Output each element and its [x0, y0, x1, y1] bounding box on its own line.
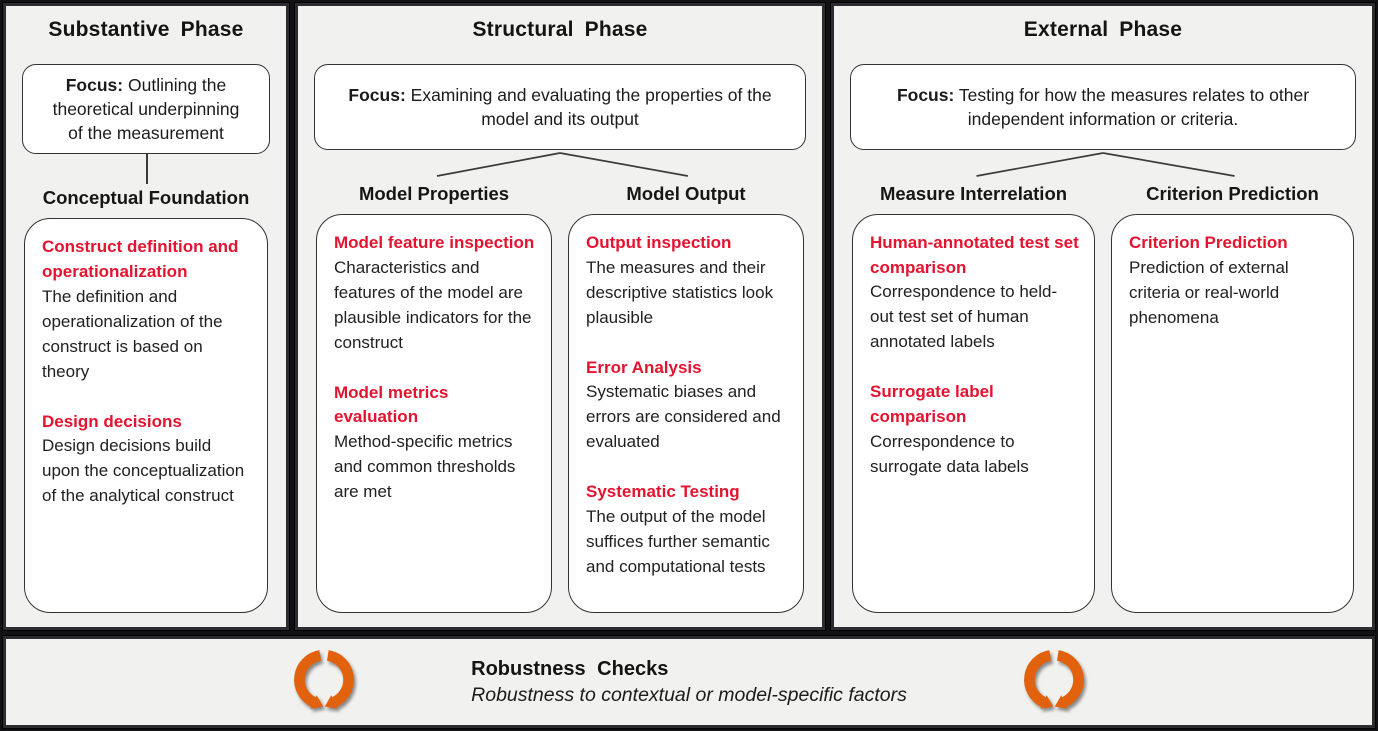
criteria-item: Human-annotated test set comparison Corr…: [870, 231, 1079, 355]
criteria-item: Criterion Prediction Prediction of exter…: [1129, 231, 1338, 331]
criteria-heading: Output inspection: [586, 233, 732, 252]
criteria-heading: Construct definition and operationalizat…: [42, 237, 239, 282]
cycle-arrows-icon: [1024, 650, 1084, 709]
criteria-body: The definition and operationalization of…: [42, 286, 223, 381]
panel-title: Substantive Phase: [48, 18, 244, 41]
focus-text: Examining and evaluating the properties …: [410, 84, 772, 129]
criteria-item: Surrogate label comparison Correspondenc…: [870, 380, 1079, 479]
criteria-body: Characteristics and features of the mode…: [334, 257, 532, 352]
columns: Measure Interrelation Human-annotated te…: [850, 180, 1356, 613]
cycle-arrows-icon: [294, 650, 354, 709]
phase-panels-row: Substantive Phase Focus: Outlining the t…: [3, 3, 1375, 630]
criteria-heading: Model metrics evaluation: [334, 382, 449, 427]
panel-structural-phase: Structural Phase Focus: Examining and ev…: [295, 3, 825, 630]
criteria-body: Correspondence to surrogate data labels: [870, 431, 1029, 476]
column-model-properties: Model Properties Model feature inspectio…: [316, 180, 552, 613]
criteria-heading: Human-annotated test set comparison: [870, 233, 1079, 277]
column-label: Criterion Prediction: [1146, 183, 1319, 204]
criteria-body: Prediction of external criteria or real-…: [1129, 257, 1289, 327]
criteria-card: Human-annotated test set comparison Corr…: [852, 214, 1095, 613]
column-label: Model Output: [626, 183, 746, 204]
criteria-item: Error Analysis Systematic biases and err…: [586, 356, 788, 456]
focus-label: Focus:: [65, 75, 124, 95]
column-model-output: Model Output Output inspection The measu…: [568, 180, 804, 613]
connector-line: [22, 154, 270, 185]
column-label: Conceptual Foundation: [42, 187, 250, 209]
criteria-card: Criterion Prediction Prediction of exter…: [1111, 214, 1354, 613]
focus-box: Focus: Testing for how the measures rela…: [850, 64, 1356, 150]
column-criterion-prediction: Criterion Prediction Criterion Predictio…: [1111, 180, 1354, 613]
column-conceptual-foundation: Conceptual Foundation Construct definiti…: [24, 184, 268, 613]
criteria-item: Output inspection The measures and their…: [586, 231, 788, 331]
criteria-body: Method-specific metrics and common thres…: [334, 431, 516, 501]
robustness-title: Robustness Checks: [471, 657, 669, 680]
criteria-heading: Criterion Prediction: [1129, 233, 1288, 252]
criteria-card: Construct definition and operationalizat…: [24, 218, 268, 613]
criteria-heading: Surrogate label comparison: [870, 382, 994, 426]
robustness-subtitle: Robustness to contextual or model-specif…: [471, 683, 907, 706]
focus-box: Focus: Outlining the theoretical underpi…: [22, 64, 270, 155]
connector-split: [850, 150, 1356, 180]
panel-title: Structural Phase: [472, 18, 648, 41]
focus-label: Focus:: [896, 84, 955, 105]
robustness-text: Robustness Checks Robustness to contextu…: [471, 658, 907, 707]
focus-box: Focus: Examining and evaluating the prop…: [314, 64, 806, 150]
criteria-heading: Design decisions: [42, 411, 182, 431]
criteria-body: Correspondence to held-out test set of h…: [870, 282, 1058, 352]
focus-text: Outlining the theoretical underpinning o…: [52, 75, 240, 144]
criteria-heading: Model feature inspection: [334, 233, 535, 252]
criteria-item: Construct definition and operationalizat…: [42, 235, 252, 384]
panel-external-phase: External Phase Focus: Testing for how th…: [831, 3, 1375, 630]
criteria-heading: Error Analysis: [586, 357, 702, 377]
robustness-bar: Robustness Checks Robustness to contextu…: [3, 636, 1375, 728]
criteria-card: Model feature inspection Characteristics…: [316, 214, 552, 613]
criteria-item: Model feature inspection Characteristics…: [334, 231, 536, 356]
column-label: Model Properties: [358, 183, 510, 204]
criteria-card: Output inspection The measures and their…: [568, 214, 804, 613]
focus-text: Testing for how the measures relates to …: [958, 84, 1310, 129]
column-label: Measure Interrelation: [879, 183, 1068, 204]
criteria-item: Systematic Testing The output of the mod…: [586, 480, 788, 580]
focus-label: Focus:: [348, 84, 406, 105]
column-measure-interrelation: Measure Interrelation Human-annotated te…: [852, 180, 1095, 613]
criteria-body: Systematic biases and errors are conside…: [586, 382, 781, 452]
criteria-item: Model metrics evaluation Method-specific…: [334, 381, 536, 505]
columns: Conceptual Foundation Construct definiti…: [22, 184, 270, 613]
criteria-heading: Systematic Testing: [586, 482, 740, 502]
panel-substantive-phase: Substantive Phase Focus: Outlining the t…: [3, 3, 289, 630]
columns: Model Properties Model feature inspectio…: [314, 180, 806, 613]
connector-split: [314, 150, 806, 180]
criteria-body: The output of the model suffices further…: [586, 506, 770, 576]
criteria-item: Design decisions Design decisions build …: [42, 410, 252, 510]
panel-title: External Phase: [1023, 18, 1183, 41]
criteria-body: Design decisions build upon the conceptu…: [42, 436, 245, 506]
criteria-body: The measures and their descriptive stati…: [586, 257, 774, 327]
